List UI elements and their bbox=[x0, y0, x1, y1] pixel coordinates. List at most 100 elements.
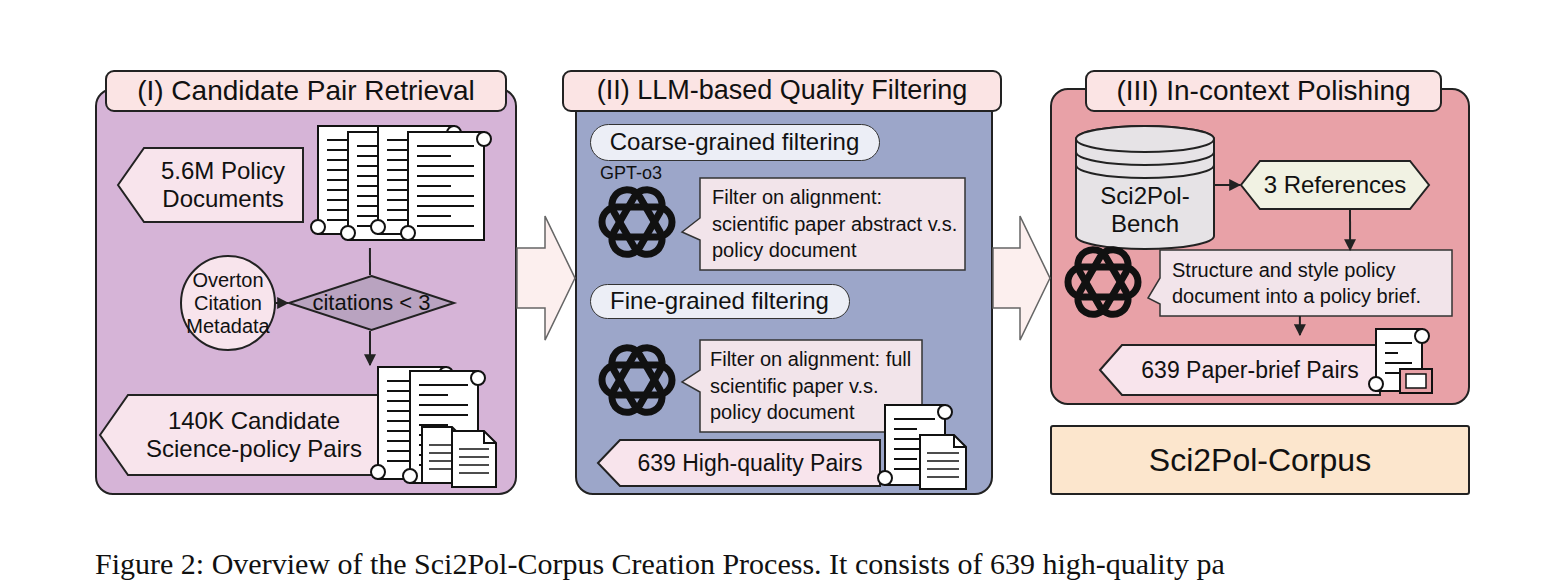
panel-heading: (III) In-context Polishing bbox=[1085, 70, 1442, 112]
stage-panel: (I) Candidate Pair Retrieval5.6M Policy … bbox=[95, 88, 517, 495]
text-line bbox=[419, 414, 468, 416]
panel-heading: (II) LLM-based Quality Filtering bbox=[562, 70, 1002, 112]
scroll-curl bbox=[401, 226, 415, 240]
scroll-curl bbox=[371, 220, 385, 234]
connector-layer bbox=[276, 185, 1350, 365]
label-arrow-box: 140K Candidate Science-policy Pairs bbox=[100, 365, 500, 490]
text-line bbox=[894, 428, 917, 430]
text-line bbox=[417, 185, 451, 187]
node-text: Sci2Pol-Corpus bbox=[1052, 427, 1468, 493]
logo-petal bbox=[1073, 244, 1134, 320]
scroll-curl bbox=[311, 220, 325, 234]
scroll-curl bbox=[471, 371, 485, 385]
text-line bbox=[419, 424, 448, 426]
node-text: Filter on alignment: scientific paper ab… bbox=[712, 178, 962, 270]
node-text: 639 High-quality Pairs bbox=[622, 440, 878, 486]
stage-panel: (III) In-context PolishingSci2Pol-Bench3… bbox=[1050, 88, 1470, 405]
flow-arrow bbox=[369, 331, 371, 365]
logo-petal bbox=[607, 184, 668, 260]
llm-logo bbox=[602, 342, 672, 418]
text-line bbox=[417, 225, 474, 227]
page-fold bbox=[484, 431, 496, 443]
label-arrow-shape bbox=[598, 440, 880, 486]
block-arrow bbox=[993, 216, 1050, 340]
node-text: Sci2Pol-Bench bbox=[1085, 175, 1205, 245]
text-line bbox=[894, 418, 935, 420]
text-line bbox=[417, 165, 474, 167]
logo-petal bbox=[1073, 244, 1134, 320]
scroll-curl bbox=[878, 471, 892, 485]
database-cylinder: Sci2Pol-Bench bbox=[1075, 125, 1215, 250]
circle-node: Overton Citation Metadata bbox=[180, 255, 276, 351]
flow-arrow bbox=[276, 302, 288, 304]
flow-arrow bbox=[369, 248, 371, 275]
pill-heading: Fine-grained filtering bbox=[590, 284, 850, 319]
decision-diamond: citations < 3 bbox=[288, 275, 455, 331]
envelope-icon bbox=[1400, 369, 1432, 393]
text-line bbox=[927, 468, 959, 470]
scroll-sheet bbox=[408, 132, 484, 240]
text-line bbox=[459, 472, 489, 474]
logo-petal bbox=[1068, 267, 1138, 297]
label-arrow-shape bbox=[100, 395, 395, 475]
logo-petal bbox=[602, 207, 672, 237]
page-fold bbox=[954, 435, 966, 447]
text-line bbox=[459, 456, 489, 458]
cylinder-ring bbox=[1076, 152, 1214, 165]
pill-heading: Coarse-grained filtering bbox=[590, 124, 880, 161]
logo-petal bbox=[607, 342, 668, 418]
output-box: Sci2Pol-Corpus bbox=[1050, 425, 1470, 495]
text-line bbox=[419, 394, 448, 396]
scroll-curl bbox=[477, 132, 491, 146]
text-line bbox=[459, 464, 489, 466]
text-line bbox=[1385, 342, 1412, 344]
text-line bbox=[417, 195, 474, 197]
node-text: Structure and style policy document into… bbox=[1172, 250, 1448, 316]
label-arrow-box: 639 Paper-brief Pairs bbox=[1100, 335, 1440, 397]
text-line bbox=[419, 404, 468, 406]
cylinder-body bbox=[1076, 126, 1214, 249]
text-line bbox=[417, 155, 451, 157]
scroll-curl bbox=[341, 226, 355, 240]
stage-panel: (II) LLM-based Quality FilteringCoarse-g… bbox=[575, 88, 993, 495]
text-line bbox=[417, 175, 474, 177]
label-arrow-shape bbox=[118, 148, 303, 222]
hexagon-node: 3 References bbox=[1240, 160, 1430, 210]
logo-petal bbox=[607, 184, 668, 260]
speech-bubble: Structure and style policy document into… bbox=[1160, 250, 1452, 316]
text-line bbox=[1385, 352, 1398, 354]
cylinder-ring bbox=[1076, 165, 1214, 178]
panel-heading: (I) Candidate Pair Retrieval bbox=[105, 70, 507, 112]
label-arrow-shape bbox=[1100, 345, 1380, 395]
text-line bbox=[419, 384, 468, 386]
scroll-curl bbox=[371, 465, 385, 479]
text-line bbox=[417, 205, 474, 207]
envelope-body bbox=[1400, 369, 1432, 393]
block-arrow bbox=[517, 216, 575, 340]
text-line bbox=[927, 476, 959, 478]
node-text: citations < 3 bbox=[288, 275, 455, 331]
text-line bbox=[894, 458, 917, 460]
speech-bubble-outline bbox=[1148, 250, 1452, 316]
scroll-curl bbox=[1415, 329, 1429, 343]
speech-bubble-outline bbox=[682, 178, 965, 270]
scroll-curl bbox=[403, 469, 417, 483]
speech-bubble: Filter on alignment: scientific paper ab… bbox=[700, 178, 965, 270]
flow-arrow bbox=[1299, 316, 1301, 335]
text-line bbox=[1385, 362, 1412, 364]
node-text: Fine-grained filtering bbox=[591, 285, 848, 317]
text-line bbox=[417, 145, 474, 147]
llm-logo bbox=[1068, 244, 1138, 320]
shape-outline bbox=[598, 405, 978, 491]
cylinder-top bbox=[1076, 126, 1214, 152]
hexagon-outline bbox=[1241, 161, 1429, 209]
node-text: 3 References bbox=[1240, 160, 1430, 210]
text-line bbox=[927, 452, 959, 454]
page-icon bbox=[452, 431, 496, 487]
label-arrow-box: 639 High-quality Pairs bbox=[598, 405, 978, 491]
text-line bbox=[417, 215, 451, 217]
logo-petal bbox=[607, 342, 668, 418]
logo-petal bbox=[602, 365, 672, 395]
